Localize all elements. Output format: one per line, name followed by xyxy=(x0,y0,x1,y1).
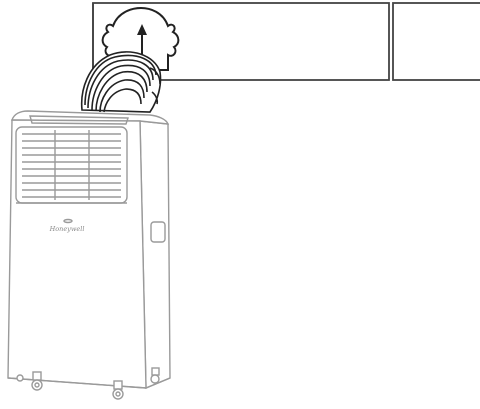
window-frame xyxy=(92,2,480,81)
exhaust-arrow xyxy=(137,24,147,57)
side-handle xyxy=(150,221,166,243)
window-right-pane xyxy=(392,2,480,81)
brand-logo xyxy=(63,218,73,224)
louver-slats xyxy=(22,130,121,200)
brand-label: Honeywell xyxy=(49,225,85,233)
caster-front-left xyxy=(31,371,43,391)
air-louver xyxy=(15,126,128,204)
casters xyxy=(16,367,160,400)
caster-front-right xyxy=(112,380,124,400)
caster-rear-right xyxy=(150,367,160,384)
portable-ac-unit xyxy=(7,110,171,390)
caster-rear-left xyxy=(16,374,24,382)
exhaust-hose xyxy=(80,51,162,113)
control-panel xyxy=(29,115,129,125)
